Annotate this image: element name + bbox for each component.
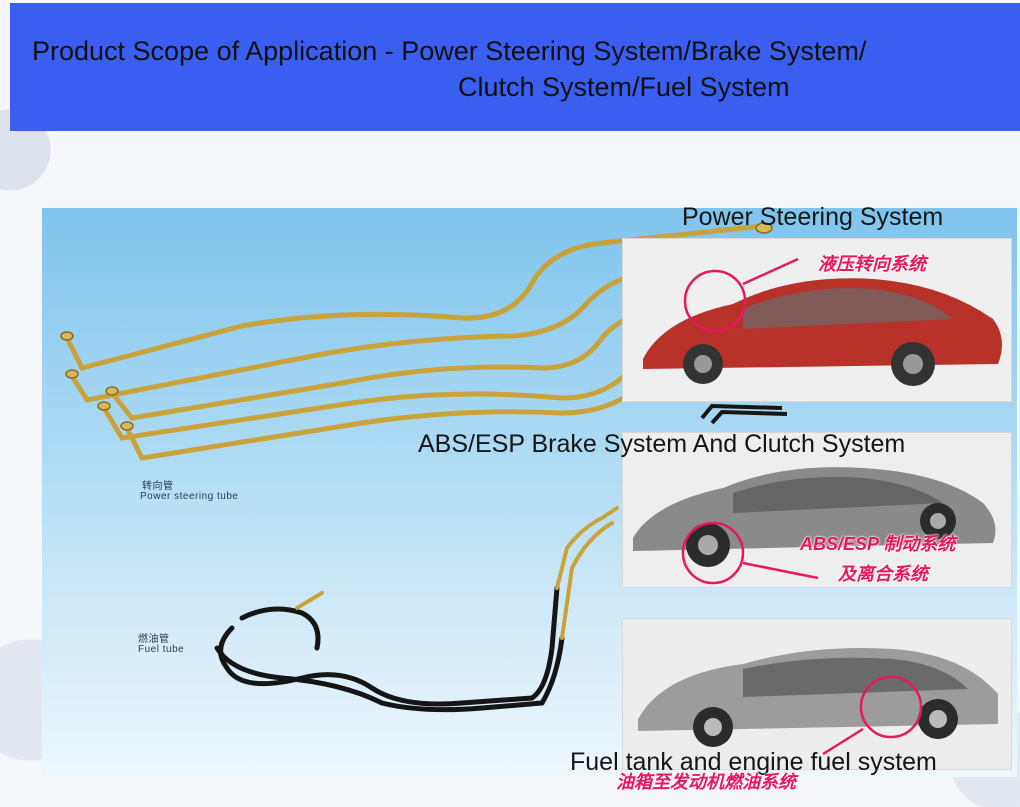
fuel-system-label: Fuel tank and engine fuel system	[570, 748, 937, 776]
tube-fittings	[60, 222, 773, 431]
fuel-tubes	[214, 585, 565, 713]
fuel-gold-tubes	[295, 506, 619, 640]
fuel-system-cn-label: 油箱至发动机燃油系统	[616, 772, 796, 792]
brake-cn-label-1: ABS/ESP 制动系统	[800, 534, 956, 554]
connector-tubes	[700, 403, 788, 425]
brake-clutch-system-label: ABS/ESP Brake System And Clutch System	[418, 430, 906, 458]
power-steering-car-image	[622, 238, 1012, 402]
fuel-tube-label-en: Fuel tube	[138, 644, 185, 655]
brake-clutch-car-image	[622, 432, 1012, 588]
page-title-line-1: Product Scope of Application - Power Ste…	[32, 36, 867, 66]
tubes-illustration	[60, 222, 788, 713]
power-steering-system-label: Power Steering System	[682, 203, 944, 231]
title-banner: Product Scope of Application - Power Ste…	[10, 3, 1020, 131]
product-illustration-panel: 转向管 Power steering tube 燃油管 Fuel tube	[42, 203, 1017, 792]
fuel-system-car-image	[622, 618, 1012, 770]
steering-tube-label-cn: 转向管	[142, 481, 174, 492]
fuel-tube-label-cn: 燃油管	[138, 634, 170, 645]
brake-cn-label-2: 及离合系统	[838, 564, 928, 584]
power-steering-cn-label: 液压转向系统	[818, 254, 926, 274]
steering-tube-label-en: Power steering tube	[140, 491, 239, 502]
page-title-line-2: Clutch System/Fuel System	[458, 72, 790, 102]
